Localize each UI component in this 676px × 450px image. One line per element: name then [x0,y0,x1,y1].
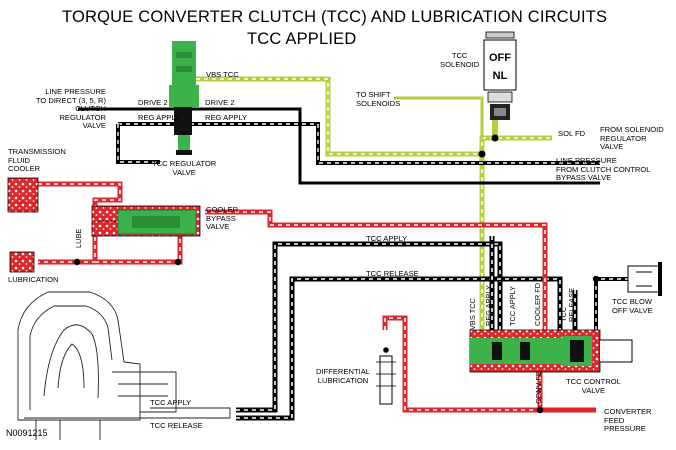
label-tcc-release-vertical: TCC RELEASE [559,287,576,322]
label-converter-feed: CONVERTER FEED PRESSURE [604,407,652,434]
label-tcc-release-mid: TCC RELEASE [366,269,419,278]
label-sol-fd: SOL FD [558,129,586,138]
solenoid-off-text: OFF [489,52,511,64]
solenoid-nl-text: NL [492,70,508,82]
label-tcc-apply-mid: TCC APPLY [366,234,408,243]
label-drive2-right: DRIVE 2 [205,98,235,107]
label-tcc-apply-bottom: TCC APPLY [150,398,192,407]
label-tcc-solenoid: TCC SOLENOID [440,51,480,69]
label-reg-apply-right: REG APPLY [205,113,248,122]
label-line-pressure-clutch: LINE PRESSURE FROM CLUTCH CONTROL BYPASS… [556,156,651,183]
vbs-tcc-line-dash [196,78,483,330]
label-to-shift-solenoids: TO SHIFT SOLENOIDS [356,90,401,108]
label-line-pressure-direct: LINE PRESSURE TO DIRECT (3, 5, R) CLUTCH… [35,87,106,131]
label-differential-lubrication: DIFFERENTIAL LUBRICATION [316,367,371,385]
label-reg-apply-left: REG APPLY [138,113,181,122]
label-cooler-bypass-valve: COOLER BYPASS VALVE [206,205,239,232]
label-cooler-fd-vertical: COOLER FD [533,282,542,326]
tcc-blow-off-valve [627,262,662,296]
label-tcc-control-valve: TCC CONTROL VALVE [566,377,621,395]
diagram-subtitle: TCC APPLIED [247,30,357,48]
label-reg-apply-vertical: REG APPLY [484,285,493,326]
label-transmission-fluid-cooler: TRANSMISSION FLUID COOLER [8,147,66,174]
fluid-cooler [7,177,39,213]
label-vbs-tcc-top: VBS TCC [206,70,239,79]
label-from-solenoid-reg: FROM SOLENOID REGULATOR VALVE [600,125,664,152]
vbs-tcc-circuit [196,76,552,330]
label-lube: LUBE [74,228,83,248]
torque-converter-drawing [17,291,231,440]
diagram-title: TORQUE CONVERTER CLUTCH (TCC) AND LUBRIC… [62,8,608,26]
label-drive2-left: DRIVE 2 [138,98,168,107]
reg-apply-return [116,124,160,164]
figure-code: N0091215 [6,428,48,438]
label-tcc-regulator-valve: TCC REGULATOR VALVE [152,159,217,177]
label-conv-fd-vertical: CONV FD [534,370,543,404]
tcc-solenoid-body [483,31,517,120]
to-shift-solenoids-line [394,96,484,138]
lubrication-box [9,251,35,273]
label-tcc-blow-off: TCC BLOW OFF VALVE [612,297,653,315]
label-vbs-tcc-vertical: VBS TCC [468,298,477,330]
junction-dots [73,134,600,414]
label-tcc-release-bottom: TCC RELEASE [150,421,203,430]
differential-lube-fitting [376,355,396,405]
label-tcc-apply-vertical: TCC APPLY [508,285,517,326]
tcc-apply-release-circuits [236,236,628,421]
lube-cooler-circuit [38,181,596,413]
tcc-regulator-valve [169,41,199,155]
cooler-bypass-valve [91,205,201,237]
tcc-control-valve [469,329,633,373]
label-lubrication: LUBRICATION [8,275,59,284]
lube-line [95,232,183,265]
